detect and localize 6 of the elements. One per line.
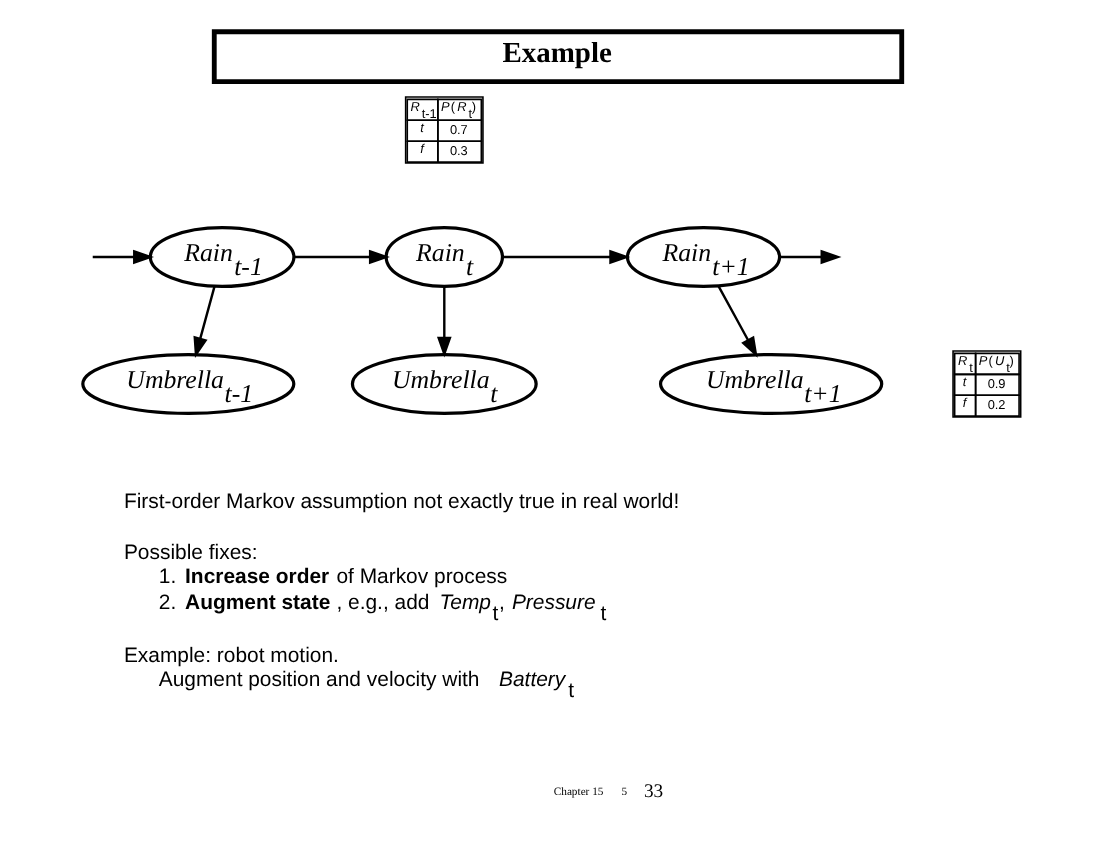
diagram-title: Example xyxy=(502,38,612,71)
label: Example: robot motion. xyxy=(123,646,339,669)
label: First-order Markov assumption not exactly true in real world! xyxy=(123,491,680,514)
label: Possible fixes: xyxy=(123,543,258,566)
label: 33 xyxy=(643,781,664,804)
label: 1. Increase order of Markov process xyxy=(158,567,508,590)
